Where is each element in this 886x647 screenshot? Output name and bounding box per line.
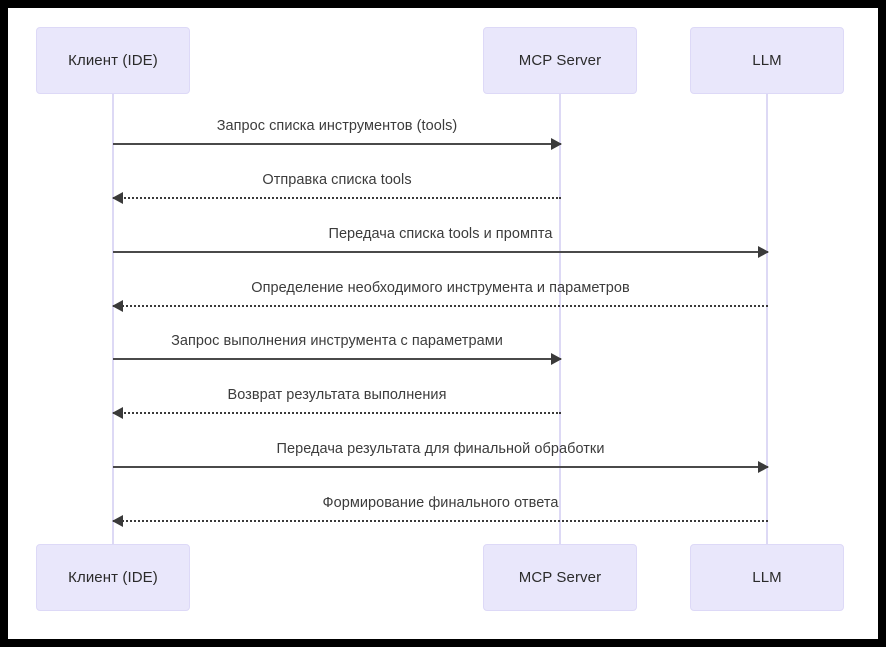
message-1-line <box>113 143 561 145</box>
diagram-frame: Клиент (IDE) MCP Server LLM Запрос списк… <box>8 8 878 639</box>
lifeline-client <box>112 94 114 552</box>
participant-llm-bottom[interactable]: LLM <box>690 544 844 611</box>
arrow-right-icon <box>758 246 769 258</box>
participant-client-bottom[interactable]: Клиент (IDE) <box>36 544 190 611</box>
arrow-right-icon <box>551 138 562 150</box>
message-4-line <box>113 305 768 307</box>
participant-mcp-bottom[interactable]: MCP Server <box>483 544 637 611</box>
message-7-label: Передача результата для финальной обрабо… <box>276 441 605 457</box>
arrow-left-icon <box>112 407 123 419</box>
arrow-left-icon <box>112 192 123 204</box>
arrow-right-icon <box>551 353 562 365</box>
message-3-line <box>113 251 768 253</box>
message-5-line <box>113 358 561 360</box>
participant-llm-top-label: LLM <box>752 52 782 69</box>
participant-mcp-top[interactable]: MCP Server <box>483 27 637 94</box>
arrow-left-icon <box>112 300 123 312</box>
lifeline-llm <box>766 94 768 552</box>
message-1-label: Запрос списка инструментов (tools) <box>216 118 458 134</box>
message-4-label: Определение необходимого инструмента и п… <box>251 280 630 296</box>
lifeline-mcp <box>559 94 561 552</box>
message-7-line <box>113 466 768 468</box>
sequence-diagram-canvas: Клиент (IDE) MCP Server LLM Запрос списк… <box>8 8 878 639</box>
message-2-label: Отправка списка tools <box>262 172 412 188</box>
participant-llm-bottom-label: LLM <box>752 569 782 586</box>
participant-client-bottom-label: Клиент (IDE) <box>68 569 158 586</box>
message-6-label: Возврат результата выполнения <box>227 387 447 403</box>
message-5-label: Запрос выполнения инструмента с параметр… <box>171 333 503 349</box>
arrow-right-icon <box>758 461 769 473</box>
participant-mcp-top-label: MCP Server <box>518 52 602 69</box>
message-8-line <box>113 520 768 522</box>
message-8-label: Формирование финального ответа <box>322 495 559 511</box>
participant-mcp-bottom-label: MCP Server <box>518 569 602 586</box>
message-2-line <box>113 197 561 199</box>
participant-llm-top[interactable]: LLM <box>690 27 844 94</box>
participant-client-top[interactable]: Клиент (IDE) <box>36 27 190 94</box>
message-6-line <box>113 412 561 414</box>
participant-client-top-label: Клиент (IDE) <box>68 52 158 69</box>
message-3-label: Передача списка tools и промпта <box>328 226 553 242</box>
arrow-left-icon <box>112 515 123 527</box>
